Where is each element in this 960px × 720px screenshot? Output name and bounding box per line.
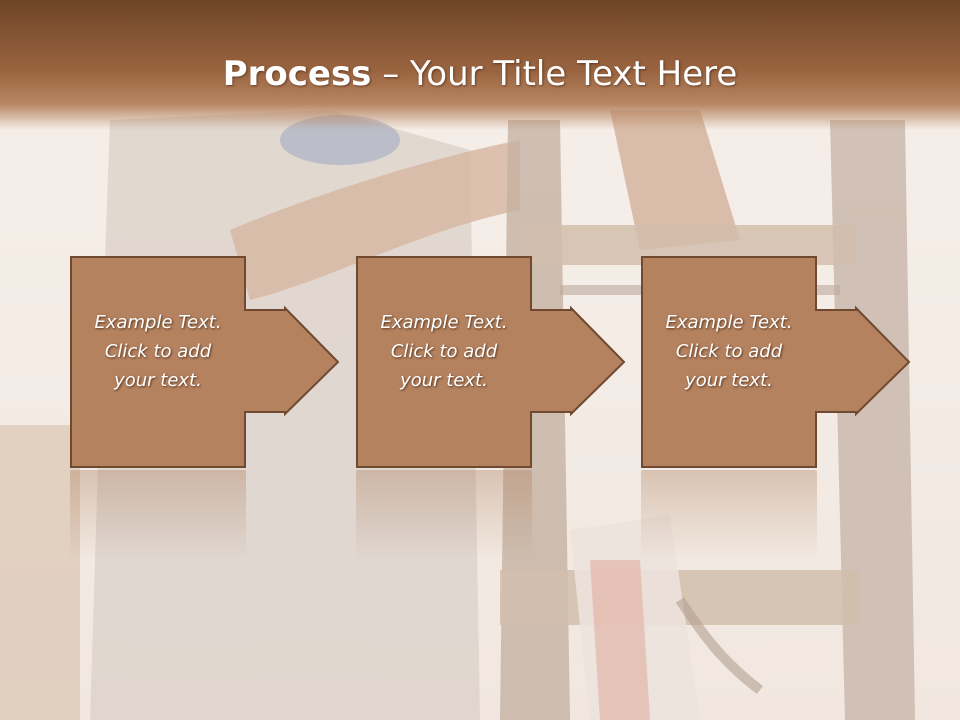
step-reflection xyxy=(356,470,532,560)
process-step-2[interactable]: Example Text. Click to add your text. xyxy=(356,256,626,468)
title-bar xyxy=(0,0,960,130)
step-label: Example Text. Click to add your text. xyxy=(94,312,222,391)
slide-title[interactable]: Process – Your Title Text Here xyxy=(0,52,960,96)
title-rest: – Your Title Text Here xyxy=(371,54,738,94)
process-step-1[interactable]: Example Text. Click to add your text. xyxy=(70,256,340,468)
process-step-3[interactable]: Example Text. Click to add your text. xyxy=(641,256,911,468)
step-label: Example Text. Click to add your text. xyxy=(380,312,508,391)
title-bold: Process xyxy=(222,54,372,94)
step-reflection xyxy=(641,470,817,560)
arrow-shape xyxy=(641,256,911,468)
arrow-shape xyxy=(70,256,340,468)
arrow-shape xyxy=(356,256,626,468)
step-reflection xyxy=(70,470,246,560)
step-label: Example Text. Click to add your text. xyxy=(665,312,793,391)
